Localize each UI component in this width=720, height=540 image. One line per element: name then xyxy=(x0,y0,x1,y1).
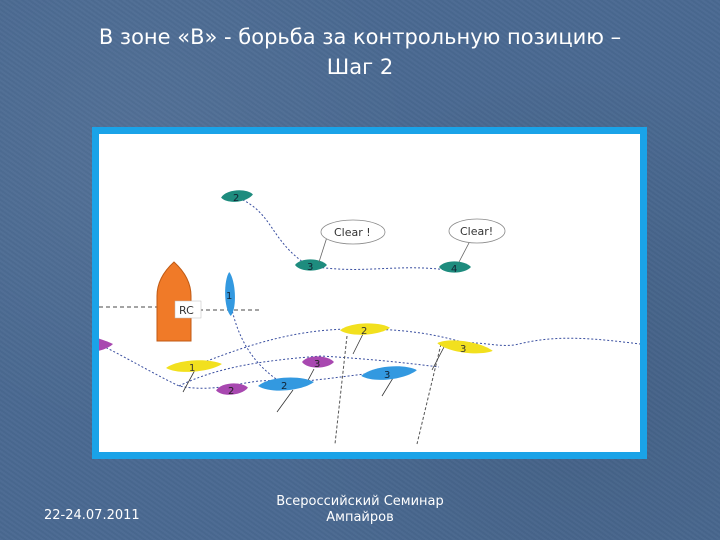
race-diagram-svg: RC 2 3 4 1 2 3 1 xyxy=(99,190,640,445)
callout-text: Clear! xyxy=(460,225,493,238)
yellow-track xyxy=(198,328,470,365)
boat-teal-3: 3 xyxy=(295,259,327,273)
heading-line-3 xyxy=(182,369,196,393)
callout-clear-1: Clear ! xyxy=(318,219,386,263)
race-diagram-figure: RC 2 3 4 1 2 3 1 xyxy=(92,127,647,459)
footer-date: 22-24.07.2011 xyxy=(44,508,140,523)
callout-text: Clear ! xyxy=(334,226,371,239)
slide-title-line-1: В зоне «В» - борьба за контрольную позиц… xyxy=(98,25,622,49)
boat-yellow-2: 2 xyxy=(340,323,390,337)
boat-purple-2: 2 xyxy=(216,383,248,397)
boat-label: 2 xyxy=(281,381,287,392)
lower-track xyxy=(99,343,390,389)
boat-blue-2: 2 xyxy=(258,377,314,392)
boat-label: 2 xyxy=(228,386,234,397)
boat-label: 3 xyxy=(384,370,390,381)
boat-label: 1 xyxy=(226,291,232,302)
boat-teal-4: 4 xyxy=(439,261,471,275)
purple-track xyxy=(178,355,440,387)
heading-line-4 xyxy=(276,389,294,413)
callout-clear-2: Clear! xyxy=(448,218,506,263)
slide-title-line-2: Шаг 2 xyxy=(326,55,394,79)
boat-label: 3 xyxy=(460,344,466,355)
footer-seminar-line-2: Ампайров xyxy=(326,510,394,525)
boat-purple-3: 3 xyxy=(302,356,334,370)
heading-line-2 xyxy=(431,346,445,371)
committee-boat-hull xyxy=(156,261,192,342)
boat-blue-3: 3 xyxy=(361,366,417,381)
boat-yellow-3: 3 xyxy=(437,340,493,355)
boat-purple-edge xyxy=(99,338,113,351)
footer-seminar-line-1: Всероссийский Семинар xyxy=(276,494,444,509)
heading-line-6 xyxy=(381,377,394,397)
slide-title: В зоне «В» - борьба за контрольную позиц… xyxy=(60,22,660,82)
boat-label: 2 xyxy=(361,326,367,337)
boat-yellow-1: 1 xyxy=(166,360,222,374)
boat-label: 3 xyxy=(314,359,320,370)
boat-teal-2: 2 xyxy=(221,190,253,204)
boat-blue-1: 1 xyxy=(225,272,235,316)
upper-right-track xyxy=(443,337,640,346)
vertical-line-1 xyxy=(334,335,348,445)
footer-seminar: Всероссийский Семинар Ампайров xyxy=(260,494,460,526)
boat-label: 2 xyxy=(233,193,239,204)
committee-boat-label: RC xyxy=(179,304,194,317)
boat-label: 1 xyxy=(189,363,195,374)
boat-label: 3 xyxy=(307,262,313,273)
boat-label: 4 xyxy=(451,264,457,275)
committee-boat-label-box xyxy=(174,300,202,319)
